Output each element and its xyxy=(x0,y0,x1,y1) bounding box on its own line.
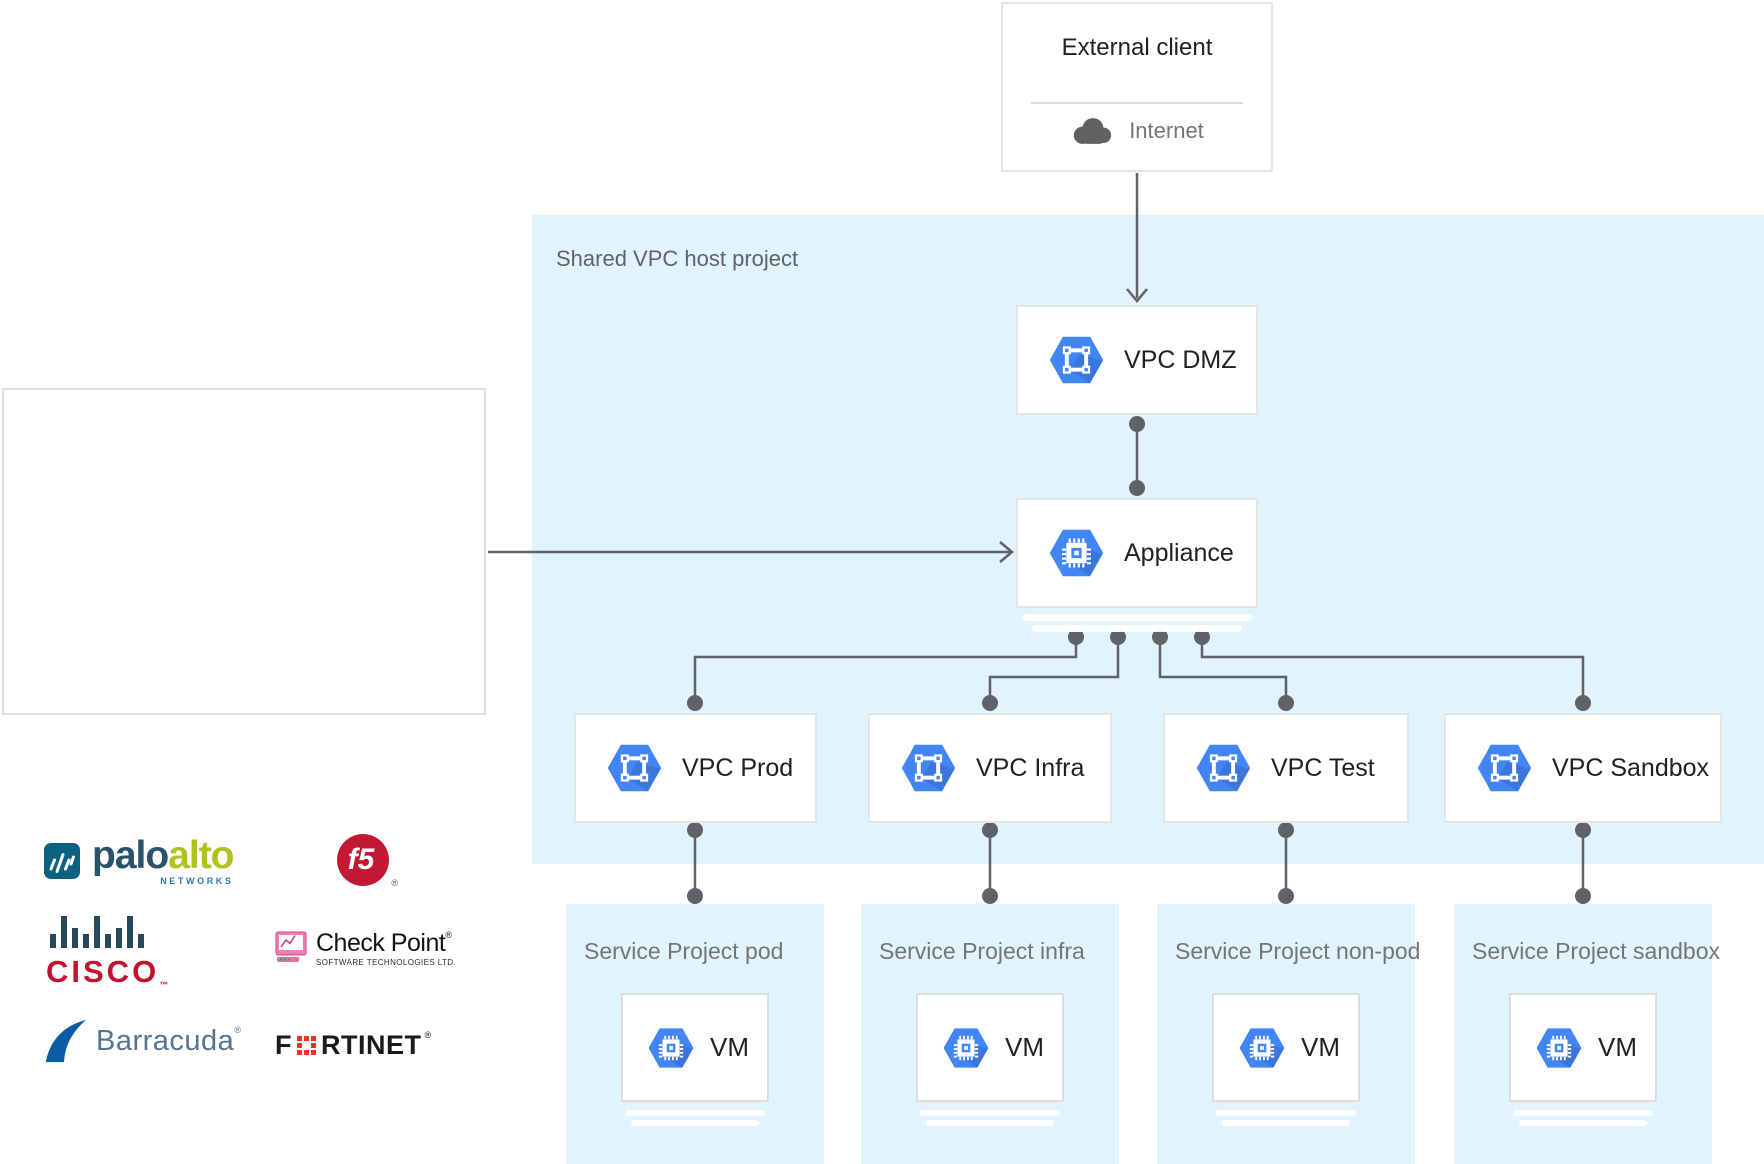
external-client-title: External client xyxy=(1061,34,1213,61)
f5-icon: f5 ® xyxy=(337,834,398,888)
internet-row: Internet xyxy=(1003,116,1271,145)
service-project-label: Service Project non-pod xyxy=(1175,938,1421,964)
checkpoint-logo: Check Point® SOFTWARE TECHNOLOGIES LTD. xyxy=(275,931,456,967)
vpc-prod-node: VPC Prod xyxy=(574,713,817,823)
vpc-network-icon xyxy=(1195,743,1252,793)
fortinet-o-icon xyxy=(297,1036,316,1055)
service-project-label: Service Project pod xyxy=(584,938,784,964)
endpoint-dot xyxy=(982,888,998,904)
service-project-sandbox-panel: Service Project sandbox VM xyxy=(1454,904,1720,1164)
vm-stack-line xyxy=(631,1120,759,1126)
vm-node: VM xyxy=(621,993,769,1102)
vpc-prod-label: VPC Prod xyxy=(682,753,794,782)
checkpoint-icon xyxy=(275,931,307,962)
service-project-pod-panel: Service Project pod VM xyxy=(566,904,824,1164)
compute-chip-icon xyxy=(1536,1027,1582,1068)
cisco-wordmark: CISCO™ xyxy=(46,954,172,990)
internet-cloud-icon xyxy=(1074,118,1112,144)
paloalto-subtext: NETWORKS xyxy=(160,876,234,886)
vm-stack-line xyxy=(1216,1110,1356,1116)
vm-stack-line xyxy=(920,1110,1060,1116)
checkpoint-subtext: SOFTWARE TECHNOLOGIES LTD. xyxy=(316,958,457,967)
service-project-infra-panel: Service Project infra VM xyxy=(861,904,1119,1164)
internet-label: Internet xyxy=(1129,117,1204,143)
vm-stack-line xyxy=(1222,1120,1350,1126)
service-project-label: Service Project sandbox xyxy=(1472,938,1721,964)
vpc-dmz-node: VPC DMZ xyxy=(1016,305,1258,415)
vm-label: VM xyxy=(1005,1032,1044,1062)
paloalto-logo: paloalto NETWORKS xyxy=(44,834,235,886)
appliance-node: Appliance xyxy=(1016,498,1258,608)
cisco-logo: CISCO™ xyxy=(46,914,171,990)
vpc-test-label: VPC Test xyxy=(1271,753,1375,782)
vm-stack-line xyxy=(926,1120,1054,1126)
appliance-label: Appliance xyxy=(1124,538,1234,567)
barracuda-icon xyxy=(45,1019,87,1063)
fortinet-logo: F RTINET ® xyxy=(275,1030,432,1060)
appliance-stack-line xyxy=(1032,625,1242,632)
vpc-network-icon xyxy=(1476,743,1533,793)
vpc-sandbox-label: VPC Sandbox xyxy=(1552,753,1710,782)
vm-stack-line xyxy=(1513,1110,1653,1116)
vpc-test-node: VPC Test xyxy=(1163,713,1409,823)
barracuda-wordmark: Barracuda® xyxy=(96,1024,242,1057)
vm-label: VM xyxy=(710,1032,749,1062)
vm-node: VM xyxy=(1509,993,1657,1102)
f5-logo: f5 ® xyxy=(337,834,398,888)
compute-chip-icon xyxy=(943,1027,989,1068)
paloalto-wordmark: paloalto NETWORKS xyxy=(92,834,235,886)
paloalto-icon xyxy=(44,843,80,879)
vm-node: VM xyxy=(1212,993,1360,1102)
appliance-vendors-card: paloalto NETWORKS f5 ® CISCO™ xyxy=(2,388,486,1063)
barracuda-logo: Barracuda® xyxy=(42,1018,241,1064)
vpc-sandbox-node: VPC Sandbox xyxy=(1444,713,1722,823)
vm-node: VM xyxy=(916,993,1064,1102)
endpoint-dot xyxy=(687,888,703,904)
vpc-network-icon xyxy=(900,743,957,793)
divider xyxy=(1031,102,1243,104)
compute-chip-icon xyxy=(1049,529,1104,577)
appliance-stack-line xyxy=(1022,614,1252,621)
vpc-network-icon xyxy=(1048,335,1105,385)
vm-stack-line xyxy=(1519,1120,1647,1126)
host-project-label: Shared VPC host project xyxy=(556,246,799,271)
cisco-bars-icon xyxy=(50,914,171,948)
vpc-dmz-label: VPC DMZ xyxy=(1124,345,1237,374)
vpc-network-icon xyxy=(606,743,663,793)
vm-label: VM xyxy=(1301,1032,1340,1062)
vm-stack-line xyxy=(625,1110,765,1116)
external-client-card: External client Internet xyxy=(1001,2,1273,172)
endpoint-dot xyxy=(1278,888,1294,904)
endpoint-dot xyxy=(1575,888,1591,904)
service-project-label: Service Project infra xyxy=(879,938,1085,964)
vpc-infra-label: VPC Infra xyxy=(976,753,1085,782)
vm-label: VM xyxy=(1598,1032,1637,1062)
checkpoint-wordmark: Check Point® SOFTWARE TECHNOLOGIES LTD. xyxy=(316,929,457,967)
compute-chip-icon xyxy=(648,1027,694,1068)
compute-chip-icon xyxy=(1239,1027,1285,1068)
vpc-infra-node: VPC Infra xyxy=(868,713,1112,823)
service-project-nonpod-panel: Service Project non-pod VM xyxy=(1157,904,1420,1164)
